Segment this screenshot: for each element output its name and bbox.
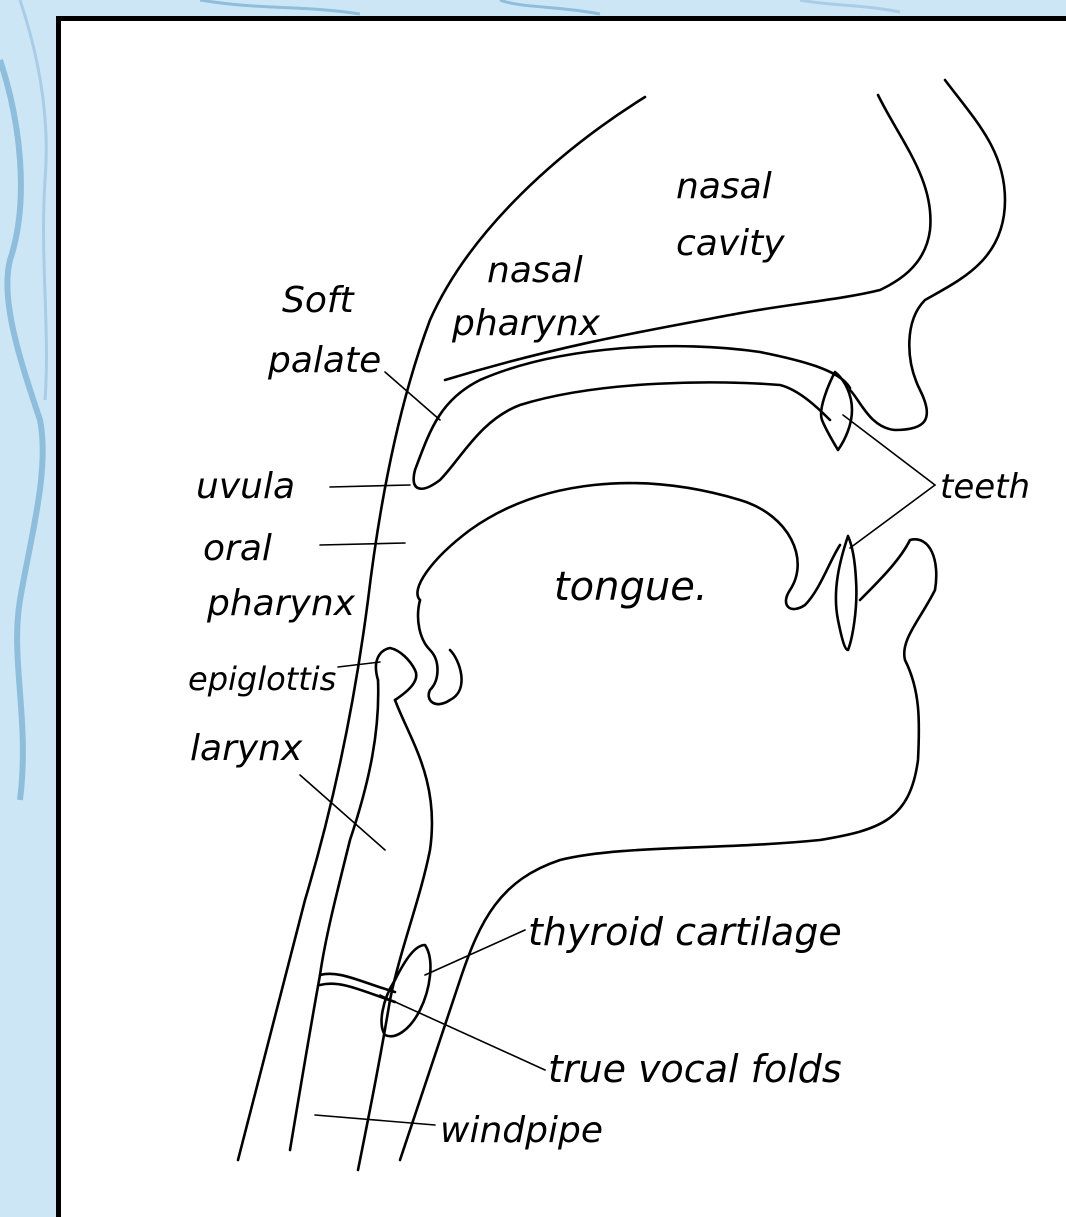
label-larynx: larynx <box>190 728 303 769</box>
tongue-underside <box>418 600 462 704</box>
label-tongue: tongue. <box>554 564 708 610</box>
larynx-back-wall <box>290 680 378 1150</box>
label-uvula: uvula <box>196 466 295 507</box>
label-thyroid-cartilage: thyroid cartilage <box>528 910 842 954</box>
label-nasal-cavity-1: nasal <box>676 166 772 207</box>
pharynx-back-wall <box>238 97 645 1160</box>
label-windpipe: windpipe <box>440 1110 603 1151</box>
label-soft-palate-1: Soft <box>282 280 356 321</box>
leader-teeth-lower <box>850 485 935 548</box>
epiglottis-outline <box>376 648 416 700</box>
label-oral-pharynx-1: oral <box>203 528 272 569</box>
label-epiglottis: epiglottis <box>188 660 336 698</box>
label-soft-palate-2: palate <box>267 340 381 381</box>
leader-soft-palate <box>385 372 440 420</box>
palate-outline <box>414 346 850 489</box>
lower-teeth <box>836 536 856 650</box>
leader-windpipe <box>315 1115 435 1125</box>
label-true-vocal-folds: true vocal folds <box>548 1047 842 1091</box>
leader-vocal-folds <box>380 995 545 1070</box>
leader-larynx <box>300 775 385 850</box>
label-oral-pharynx-2: pharynx <box>206 583 356 624</box>
leader-uvula <box>330 485 410 487</box>
leader-thyroid <box>425 930 525 975</box>
label-nasal-pharynx-1: nasal <box>487 250 583 291</box>
vocal-folds-lower <box>320 984 395 1002</box>
label-nasal-pharynx-2: pharynx <box>451 303 601 344</box>
nose-outline <box>850 80 1005 430</box>
label-nasal-cavity-2: cavity <box>676 223 785 264</box>
label-teeth: teeth <box>940 467 1030 507</box>
leader-oral-pharynx <box>320 543 405 545</box>
